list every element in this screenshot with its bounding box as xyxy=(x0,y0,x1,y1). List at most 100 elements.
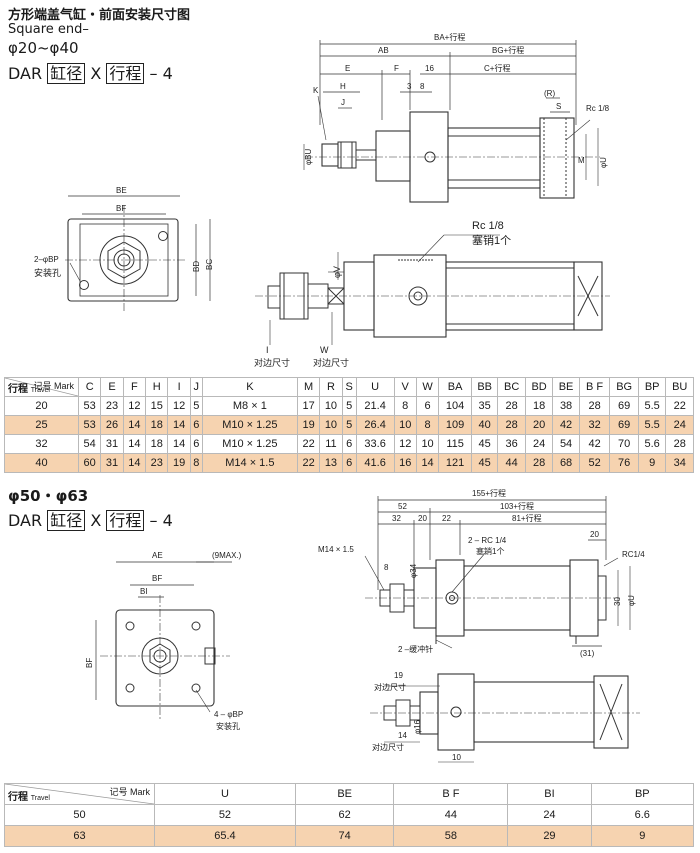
label-be: BE xyxy=(116,186,127,195)
dim-16: 16 xyxy=(425,64,434,73)
label-bc: BC xyxy=(205,259,214,270)
table-cell: 6 xyxy=(189,434,203,454)
table-cell: 62 xyxy=(294,804,395,826)
table-cell: 45 xyxy=(470,434,499,454)
table-cell: 14 xyxy=(167,415,191,435)
table-cell: 8 xyxy=(415,415,440,435)
dim-22: 22 xyxy=(442,514,451,523)
column-header: BI xyxy=(507,783,592,805)
table-cell: 35 xyxy=(470,396,499,416)
dim-8: 8 xyxy=(420,82,425,91)
table-cell: 6 xyxy=(341,434,357,454)
dim-ba: BA+行程 xyxy=(434,32,465,42)
table-cell: 5 xyxy=(341,415,357,435)
label-bf: BF xyxy=(116,204,126,213)
label-m: M xyxy=(578,156,585,165)
column-header: B F xyxy=(393,783,509,805)
table-cell: 76 xyxy=(609,453,639,473)
dim-e: E xyxy=(345,64,350,73)
table-corner: 记号 Mark 行程 Travel xyxy=(4,377,79,397)
title-en: Square end– xyxy=(8,22,89,37)
table-cell: 31 xyxy=(100,434,124,454)
label-bf-top: BF xyxy=(152,574,162,583)
order-prefix: DAR xyxy=(8,511,43,530)
table-cell: 54 xyxy=(552,434,580,454)
label-bf-side: BF xyxy=(85,658,94,668)
bore-range-large: φ50・φ63 xyxy=(8,487,89,505)
label-8: 8 xyxy=(384,563,389,572)
label-cushion-needle: 2 –缓冲针 xyxy=(398,644,433,654)
drawing-small-bore: BA+行程 AB BG+行程 E F 16 C+行程 H 3 8 J (R) S xyxy=(34,32,610,368)
label-30: 30 xyxy=(613,597,622,606)
table-cell: 9 xyxy=(590,825,695,847)
column-header: BP xyxy=(590,783,695,805)
labels-large-side: M14 × 1.5 8 φ34 2 – RC 1/4 塞销1个 RC1/4 30… xyxy=(318,536,645,658)
table-cell: 52 xyxy=(578,453,611,473)
label-bi: BI xyxy=(140,587,148,596)
table-cell: M10 × 1.25 xyxy=(201,434,298,454)
table-cell: 33.6 xyxy=(355,434,395,454)
order-x: X xyxy=(90,64,102,83)
table-cell: 14 xyxy=(415,453,440,473)
label-across-flats-4: 对边尺寸 xyxy=(372,742,404,752)
table-cell: 109 xyxy=(438,415,472,435)
table-cell: 6.6 xyxy=(590,804,695,826)
label-i: I xyxy=(266,345,269,355)
table-cell: 38 xyxy=(552,396,580,416)
table-cell: 31 xyxy=(100,453,124,473)
order-stroke-box: 行程 xyxy=(106,63,145,84)
table-cell: 14 xyxy=(122,453,147,473)
table-cell: 10 xyxy=(415,434,440,454)
table-cell: 22 xyxy=(665,396,694,416)
label-phi16: φ16 xyxy=(413,719,422,734)
label-31: (31) xyxy=(580,649,595,658)
table-cell: 44 xyxy=(497,453,526,473)
table-cell: 19 xyxy=(167,453,191,473)
column-header: BP xyxy=(637,377,667,397)
order-bore-box: 缸径 xyxy=(47,63,86,84)
dim-20b: 20 xyxy=(590,530,599,539)
table-cell: 21.4 xyxy=(355,396,395,416)
column-header: BB xyxy=(470,377,499,397)
column-header: I xyxy=(167,377,191,397)
table-cell: 24 xyxy=(507,804,592,826)
table-cell: 58 xyxy=(393,825,509,847)
bore-range: φ20~φ40 xyxy=(8,39,79,57)
dim-s: S xyxy=(556,102,561,111)
drawing-large-bore: 155+行程 52 103+行程 32 20 22 81+行程 20 M14 ×… xyxy=(85,488,645,763)
order-suffix: – 4 xyxy=(149,64,173,83)
label-u: φU xyxy=(599,157,608,168)
travel-cell: 63 xyxy=(4,825,155,847)
table-cell: 40 xyxy=(470,415,499,435)
table-cell: 23 xyxy=(100,396,124,416)
column-header: U xyxy=(154,783,296,805)
label-bu: φBU xyxy=(304,148,313,165)
table-cell: 74 xyxy=(294,825,395,847)
label-plug: 塞销1个 xyxy=(472,233,511,247)
label-m14: M14 × 1.5 xyxy=(318,545,354,554)
label-u-large: φU xyxy=(627,595,636,606)
travel-cell: 20 xyxy=(4,396,79,416)
travel-cell: 50 xyxy=(4,804,155,826)
label-v: φV xyxy=(332,266,342,278)
label-plug-large: 塞销1个 xyxy=(476,546,504,556)
table-cell: 16 xyxy=(393,453,417,473)
label-10: 10 xyxy=(452,753,461,762)
table-cell: 23 xyxy=(145,453,169,473)
table-cell: 65.4 xyxy=(154,825,296,847)
front-end-view xyxy=(65,195,211,312)
dim-20a: 20 xyxy=(418,514,427,523)
table-cell: 12 xyxy=(167,396,191,416)
table-cell: 44 xyxy=(393,804,509,826)
label-bd: BD xyxy=(192,261,201,272)
table-cell: 24 xyxy=(665,415,694,435)
label-2bp: 2–φBP xyxy=(34,255,59,264)
table-cell: 29 xyxy=(507,825,592,847)
order-code-large: DAR 缸径 X 行程 – 4 xyxy=(8,507,173,531)
label-mount-hole-large: 安装孔 xyxy=(216,721,240,731)
table-cell: 6 xyxy=(189,415,203,435)
dim-ab: AB xyxy=(378,46,389,55)
